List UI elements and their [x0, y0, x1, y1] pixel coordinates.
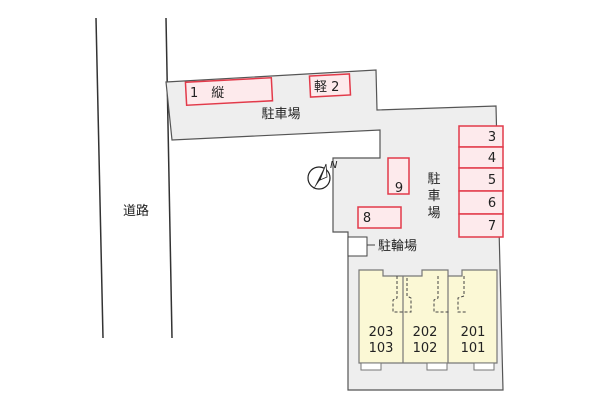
unit-entrance-step — [473, 362, 495, 371]
parking-space-label: 4 — [488, 151, 496, 166]
unit-entrance-step — [360, 362, 382, 371]
bicycle-parking — [347, 236, 368, 257]
unit-entrance-step — [426, 362, 448, 371]
parking-space-3 — [458, 125, 504, 148]
unit-201-dashed-outline — [457, 276, 466, 313]
unit-101-label: 101 — [461, 341, 486, 356]
parking-space-kei-2: 軽 2 — [308, 73, 352, 98]
unit-103-label: 103 — [369, 341, 394, 356]
parking-space-label: 8 — [363, 211, 371, 226]
parking-space-label: 6 — [488, 196, 496, 211]
parking-space-8 — [357, 206, 402, 229]
parking-space-label: 1 縦 — [190, 86, 224, 101]
parking-lot-label-right-char-1: 駐 — [427, 172, 440, 187]
apartment-building: 203 103 202 102 201 101 — [358, 269, 498, 371]
parking-space-1: 1 縦 — [184, 76, 274, 107]
parking-space-7 — [458, 213, 504, 238]
compass-north-label: N — [330, 160, 338, 171]
unit-203-label: 203 — [369, 325, 394, 340]
unit-203-dashed-outline — [392, 276, 412, 313]
parking-lot-label-right-char-2: 車 — [427, 189, 440, 204]
parking-lot-label-right-char-3: 場 — [427, 206, 440, 221]
parking-space-6 — [458, 190, 504, 215]
unit-202-dashed-outline — [433, 276, 450, 313]
road-line-left — [95, 17, 104, 339]
parking-space-label: 9 — [395, 181, 403, 196]
parking-space-4 — [458, 146, 504, 169]
parking-space-label: 3 — [488, 130, 496, 145]
road-line-right — [165, 17, 173, 339]
unit-201-label: 201 — [461, 325, 486, 340]
unit-202-label: 202 — [413, 325, 438, 340]
parking-space-5 — [458, 167, 504, 192]
parking-space-label: 5 — [488, 173, 496, 188]
parking-space-9 — [387, 157, 410, 195]
parking-space-label: 軽 2 — [314, 80, 339, 95]
unit-102-label: 102 — [413, 341, 438, 356]
north-arrow-icon: N — [307, 160, 338, 190]
parking-space-label: 7 — [488, 219, 496, 234]
parking-lot-label-top: 駐車場 — [261, 107, 300, 122]
road-label: 道路 — [123, 203, 149, 219]
bicycle-parking-label: 駐輪場 — [378, 238, 417, 254]
